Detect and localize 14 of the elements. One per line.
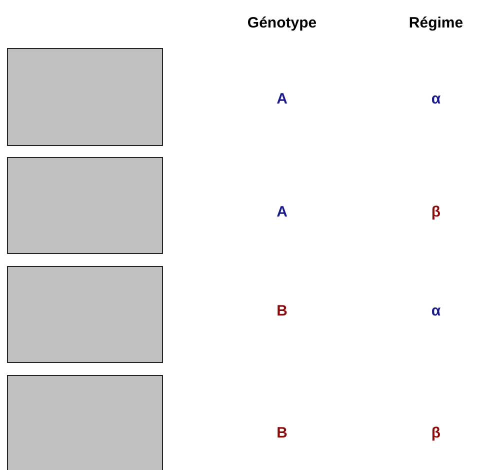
placeholder-panel (7, 48, 163, 146)
placeholder-panel (7, 157, 163, 254)
genotype-label: B (276, 424, 288, 442)
placeholder-panel (7, 266, 163, 363)
genotype-label: B (276, 302, 288, 320)
diet-label: β (431, 424, 441, 442)
diet-label: α (431, 302, 441, 320)
diet-label: α (431, 90, 441, 108)
placeholder-panel (7, 375, 163, 470)
column-header: Génotype (247, 14, 317, 32)
genotype-label: A (276, 90, 288, 108)
genotype-label: A (276, 204, 288, 220)
column-header: Régime (408, 14, 464, 32)
diet-label: β (431, 204, 441, 220)
